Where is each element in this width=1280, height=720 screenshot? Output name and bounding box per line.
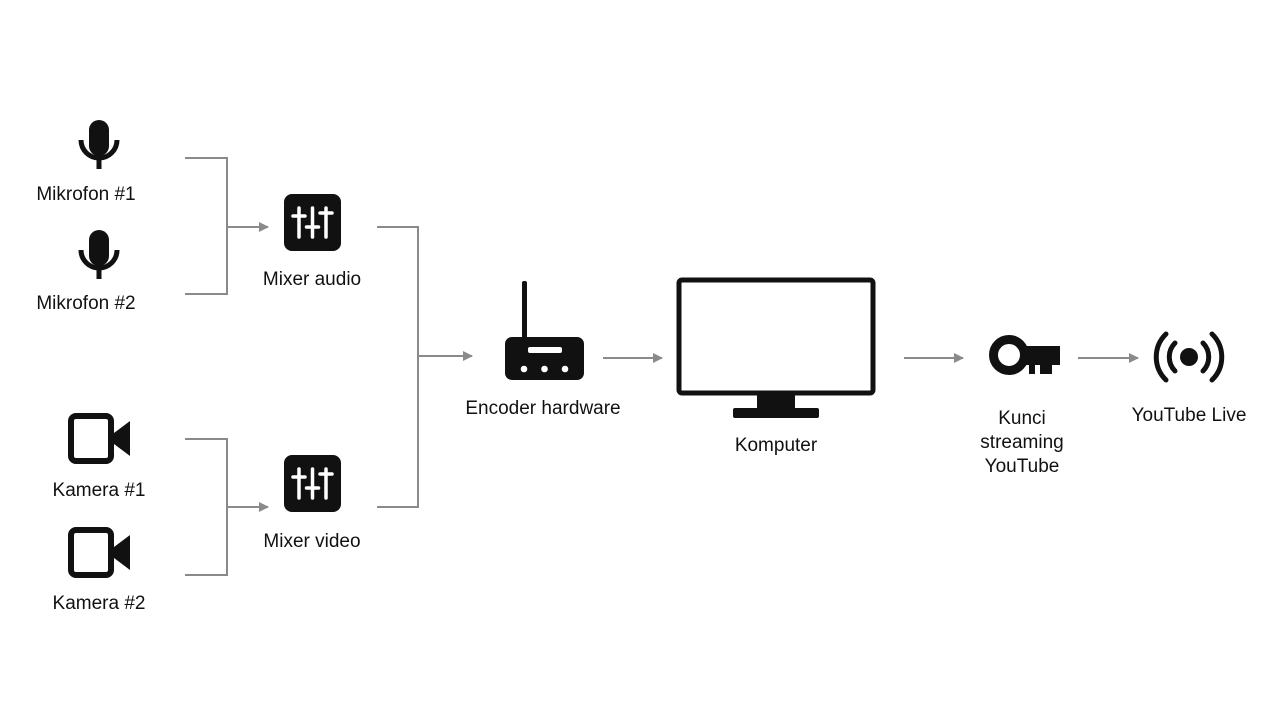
monitor-icon: [676, 277, 876, 418]
stream-key-label-line: YouTube: [984, 456, 1060, 477]
mic1-label: Mikrofon #1: [36, 184, 136, 205]
connector-mics-to-audio-mixer: [185, 157, 269, 295]
stream-key-label-line: Kunci: [998, 408, 1046, 429]
mixer-audio-label: Mixer audio: [262, 269, 362, 290]
video-camera-icon: [68, 413, 130, 464]
computer-label: Komputer: [734, 435, 818, 456]
stream-key-label: Kunci streaming YouTube: [980, 407, 1063, 479]
mixer-sliders-icon: [284, 455, 341, 512]
key-icon: [989, 335, 1060, 375]
youtube-live-label: YouTube Live: [1131, 405, 1247, 426]
cam1-label: Kamera #1: [52, 480, 146, 501]
connector-mixers-to-encoder: [377, 226, 473, 508]
connector-cameras-to-video-mixer: [185, 438, 269, 576]
mixer-video-label: Mixer video: [263, 531, 361, 552]
microphone-icon: [78, 230, 120, 279]
encoder-label: Encoder hardware: [465, 398, 621, 419]
stream-key-label-line: streaming: [980, 432, 1064, 453]
video-camera-icon: [68, 527, 130, 578]
mic2-label: Mikrofon #2: [36, 293, 136, 314]
microphone-icon: [78, 120, 120, 169]
hardware-encoder-icon: [505, 281, 584, 380]
live-broadcast-icon: [1153, 331, 1225, 383]
cam2-label: Kamera #2: [52, 593, 146, 614]
mixer-sliders-icon: [284, 194, 341, 251]
